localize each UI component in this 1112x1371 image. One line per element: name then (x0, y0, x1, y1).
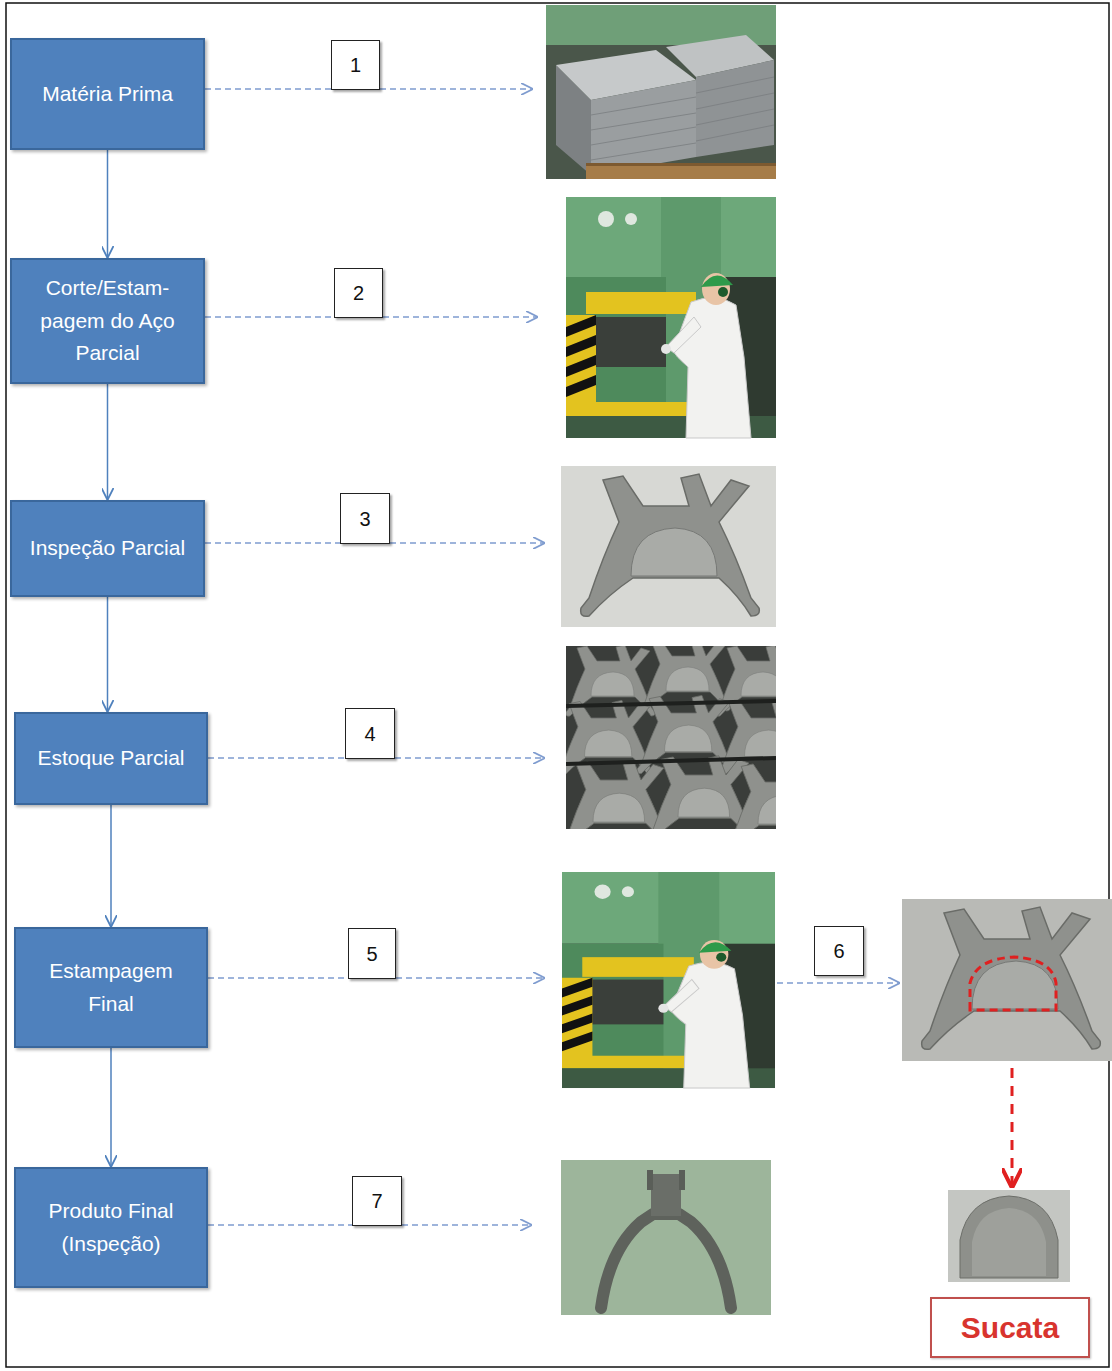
box-text: 2 (353, 281, 364, 305)
scrap-area-photo (922, 907, 1101, 1049)
dashed-arrow (777, 982, 900, 984)
flow-arrow (107, 150, 109, 258)
callout-number: 5 (348, 928, 396, 979)
scrap-label: Sucata (930, 1297, 1090, 1358)
callout-number: 3 (340, 493, 390, 544)
stock-bin-photo (728, 763, 776, 829)
flow-arrow (107, 597, 109, 712)
partial-part-photo (581, 474, 760, 616)
box-text: Sucata (961, 1310, 1059, 1346)
dashed-leader (208, 977, 348, 979)
box-text: Estampagem Final (26, 955, 196, 1020)
raw-material-photo (696, 60, 774, 157)
process-box: Estampagem Final (14, 927, 208, 1048)
stock-bin-photo (557, 640, 835, 848)
stock-bin-photo (566, 761, 670, 829)
dashed-arrow (396, 977, 545, 979)
box-text: Produto Final (Inspeção) (26, 1195, 196, 1260)
callout-number: 2 (334, 268, 383, 318)
callout-number: 4 (345, 708, 395, 759)
dashed-leader (205, 88, 331, 90)
process-box: Estoque Parcial (14, 712, 208, 805)
press-photo (562, 872, 775, 1088)
partial-part-photo (561, 466, 776, 627)
process-box: Produto Final (Inspeção) (14, 1167, 208, 1288)
press-photo (562, 872, 775, 1088)
dashed-leader (205, 316, 334, 318)
dashed-leader (208, 757, 345, 759)
scrap-piece-photo (960, 1196, 1058, 1278)
callout-number: 6 (814, 926, 864, 976)
process-box: Matéria Prima (10, 38, 205, 150)
dashed-arrow (383, 316, 538, 318)
box-text: Matéria Prima (42, 78, 173, 111)
scrap-piece-photo (948, 1190, 1070, 1282)
scrap-piece-photo (972, 1208, 1046, 1276)
box-text: Inspeção Parcial (30, 532, 185, 565)
partial-part-photo (561, 466, 776, 627)
flow-arrow (110, 805, 112, 927)
stock-bin-photo (566, 701, 776, 764)
raw-material-photo (546, 5, 776, 179)
scrap-area-photo (970, 957, 1056, 1010)
frame (6, 3, 1109, 1367)
dashed-arrow (380, 88, 533, 90)
scrap-arrow (1011, 1068, 1014, 1186)
box-text: 5 (366, 942, 377, 966)
raw-material-photo (586, 163, 776, 179)
press-photo (566, 197, 776, 438)
process-box: Inspeção Parcial (10, 500, 205, 597)
stock-bin-photo (648, 756, 755, 829)
box-text: Corte/Estam- pagem do Aço Parcial (22, 272, 193, 370)
box-text: 6 (833, 939, 844, 963)
dashed-leader (208, 1224, 352, 1226)
final-product-photo (561, 1160, 771, 1315)
callout-number: 1 (331, 40, 380, 90)
box-text: Estoque Parcial (37, 742, 184, 775)
dashed-arrow (395, 757, 545, 759)
box-text: 4 (364, 722, 375, 746)
scrap-area-photo (902, 899, 1112, 1061)
final-product-photo (679, 1170, 685, 1190)
press-photo (566, 197, 776, 438)
scrap-piece-photo (948, 1190, 1070, 1282)
dashed-arrow (402, 1224, 532, 1226)
raw-material-photo (546, 5, 776, 179)
final-product-photo (601, 1214, 731, 1308)
process-box: Corte/Estam- pagem do Aço Parcial (10, 258, 205, 384)
box-text: 1 (350, 53, 361, 77)
flow-arrow (107, 384, 109, 500)
final-product-photo (561, 1160, 771, 1315)
box-text: 3 (359, 507, 370, 531)
scrap-area-photo (902, 899, 1112, 1061)
raw-material-photo (586, 163, 776, 166)
final-product-photo (647, 1170, 653, 1190)
box-text: 7 (371, 1189, 382, 1213)
dashed-arrow (390, 542, 545, 544)
dashed-leader (205, 542, 340, 544)
stock-bin-photo (566, 646, 776, 829)
flow-arrow (110, 1048, 112, 1167)
callout-number: 7 (352, 1176, 402, 1226)
raw-material-photo (591, 77, 774, 160)
final-product-photo (651, 1174, 681, 1216)
